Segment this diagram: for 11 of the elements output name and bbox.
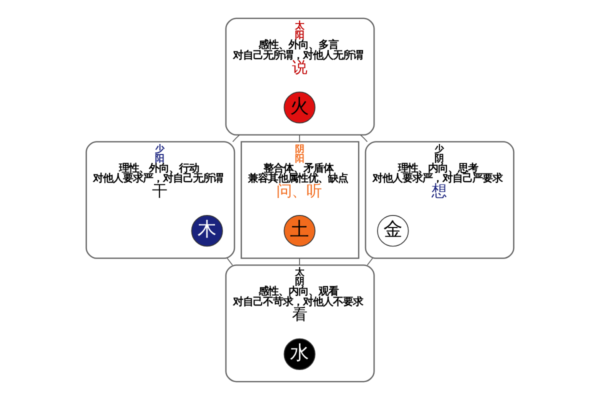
connector: [226, 258, 233, 266]
node-circle: 金: [377, 215, 409, 247]
node-circle: 水: [284, 338, 316, 370]
node-circle: 木: [191, 215, 223, 247]
connector: [299, 134, 300, 142]
connector: [360, 134, 368, 142]
connector: [232, 134, 240, 142]
node-circle: 火: [284, 92, 316, 124]
node-circle: 土: [284, 215, 316, 247]
connector: [299, 258, 300, 266]
connector: [366, 258, 373, 266]
